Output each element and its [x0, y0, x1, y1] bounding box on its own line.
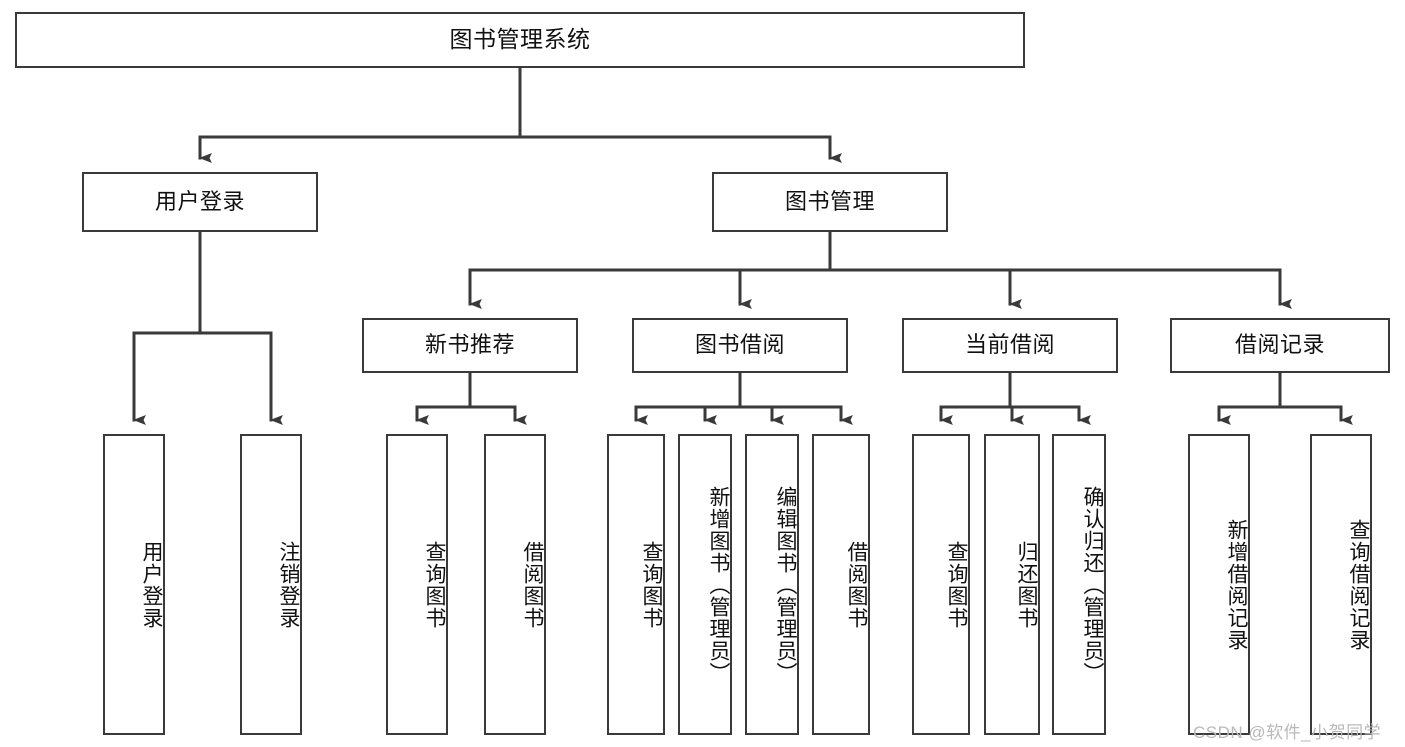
leaf-borrow-book-1[interactable]: 借阅图书	[484, 434, 546, 735]
leaf-query-book-2[interactable]: 查询图书	[607, 434, 665, 735]
node-borrow-record[interactable]: 借阅记录	[1170, 318, 1390, 373]
leaf-confirm-return[interactable]: 确认归还（管理员）	[1052, 434, 1106, 735]
node-user-login[interactable]: 用户登录	[82, 172, 318, 232]
node-book-borrow[interactable]: 图书借阅	[632, 318, 848, 373]
leaf-query-record[interactable]: 查询借阅记录	[1310, 434, 1372, 735]
leaf-add-record[interactable]: 新增借阅记录	[1188, 434, 1250, 735]
leaf-borrow-book-2[interactable]: 借阅图书	[812, 434, 870, 735]
leaf-edit-book[interactable]: 编辑图书（管理员）	[745, 434, 799, 735]
leaf-query-book-3[interactable]: 查询图书	[912, 434, 970, 735]
leaf-add-book[interactable]: 新增图书（管理员）	[678, 434, 732, 735]
node-new-book-recommend[interactable]: 新书推荐	[362, 318, 578, 373]
leaf-user-login[interactable]: 用户登录	[103, 434, 165, 735]
leaf-logout[interactable]: 注销登录	[240, 434, 302, 735]
leaf-return-book[interactable]: 归还图书	[984, 434, 1040, 735]
node-root[interactable]: 图书管理系统	[15, 12, 1025, 68]
node-current-borrow[interactable]: 当前借阅	[902, 318, 1118, 373]
watermark: CSDN @软件_小贺同学	[1193, 723, 1382, 742]
node-book-manage[interactable]: 图书管理	[712, 172, 948, 232]
leaf-query-book-1[interactable]: 查询图书	[386, 434, 448, 735]
